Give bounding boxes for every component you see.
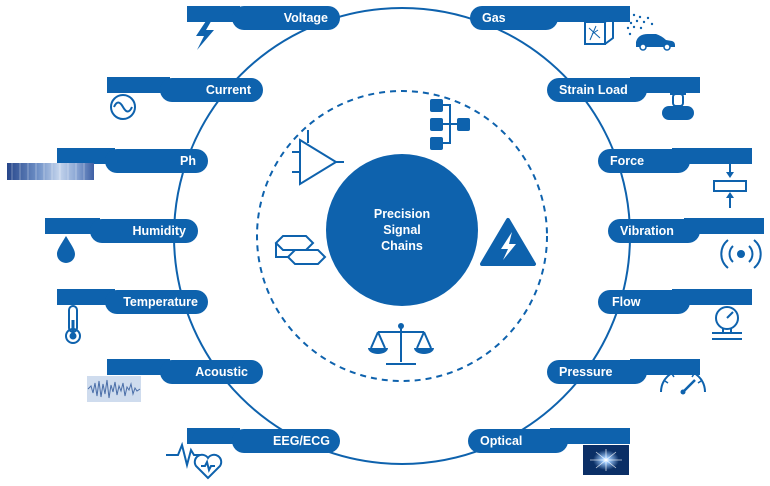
label-vibration-text: Vibration <box>620 224 674 238</box>
label-voltage-text: Voltage <box>284 11 328 25</box>
force-arrows-icon <box>713 162 747 208</box>
thermometer-icon <box>65 305 81 344</box>
hierarchy-icon <box>430 99 470 150</box>
light-flare-icon <box>583 445 629 475</box>
label-acoustic: Acoustic <box>107 359 263 384</box>
label-eeg-ecg: EEG/ECG <box>187 428 340 453</box>
label-current-text: Current <box>206 83 252 97</box>
water-drop-icon <box>57 236 75 263</box>
sine-wave-icon <box>110 94 136 120</box>
center-label-line3: Chains <box>381 239 423 253</box>
balance-scale-icon <box>368 323 434 365</box>
label-ph: Ph <box>57 148 208 173</box>
label-flow-text: Flow <box>612 295 641 309</box>
amplifier-icon <box>292 130 344 186</box>
label-gas: Gas <box>470 6 630 30</box>
label-gas-text: Gas <box>482 11 506 25</box>
heartbeat-icon <box>166 441 223 480</box>
label-eeg-ecg-text: EEG/ECG <box>273 434 330 448</box>
logic-blocks-icon <box>274 235 327 265</box>
lightning-bolt-icon <box>196 18 214 50</box>
center-disk <box>326 154 478 306</box>
label-humidity: Humidity <box>45 218 198 243</box>
label-flow: Flow <box>598 289 752 314</box>
power-warning-icon <box>480 218 536 266</box>
label-optical-text: Optical <box>480 434 522 448</box>
inner-dashed-ring <box>256 90 548 382</box>
label-voltage: Voltage <box>187 6 340 30</box>
label-force-text: Force <box>610 154 644 168</box>
label-humidity-text: Humidity <box>133 224 187 238</box>
label-pressure: Pressure <box>547 359 700 384</box>
center-label-line1: Precision <box>374 207 430 221</box>
sound-waveform-icon <box>87 376 141 402</box>
label-temperature: Temperature <box>57 289 208 314</box>
ph-gradient-strip-icon <box>7 163 94 180</box>
label-optical: Optical <box>468 428 630 453</box>
label-ph-text: Ph <box>180 154 196 168</box>
label-strain-load-text: Strain Load <box>559 83 628 97</box>
label-acoustic-text: Acoustic <box>195 365 248 379</box>
pressure-gauge-icon <box>660 369 706 395</box>
strain-gauge-icon <box>662 93 694 120</box>
label-temperature-text: Temperature <box>123 295 198 309</box>
label-current: Current <box>107 77 263 102</box>
center-label-line2: Signal <box>383 223 421 237</box>
label-strain-load: Strain Load <box>547 77 700 102</box>
flow-meter-icon <box>712 306 742 340</box>
gas-cube-car-icon <box>584 13 675 51</box>
label-pressure-text: Pressure <box>559 365 613 379</box>
label-vibration: Vibration <box>608 218 764 243</box>
label-force: Force <box>598 148 752 173</box>
vibration-rings-icon <box>720 239 762 269</box>
